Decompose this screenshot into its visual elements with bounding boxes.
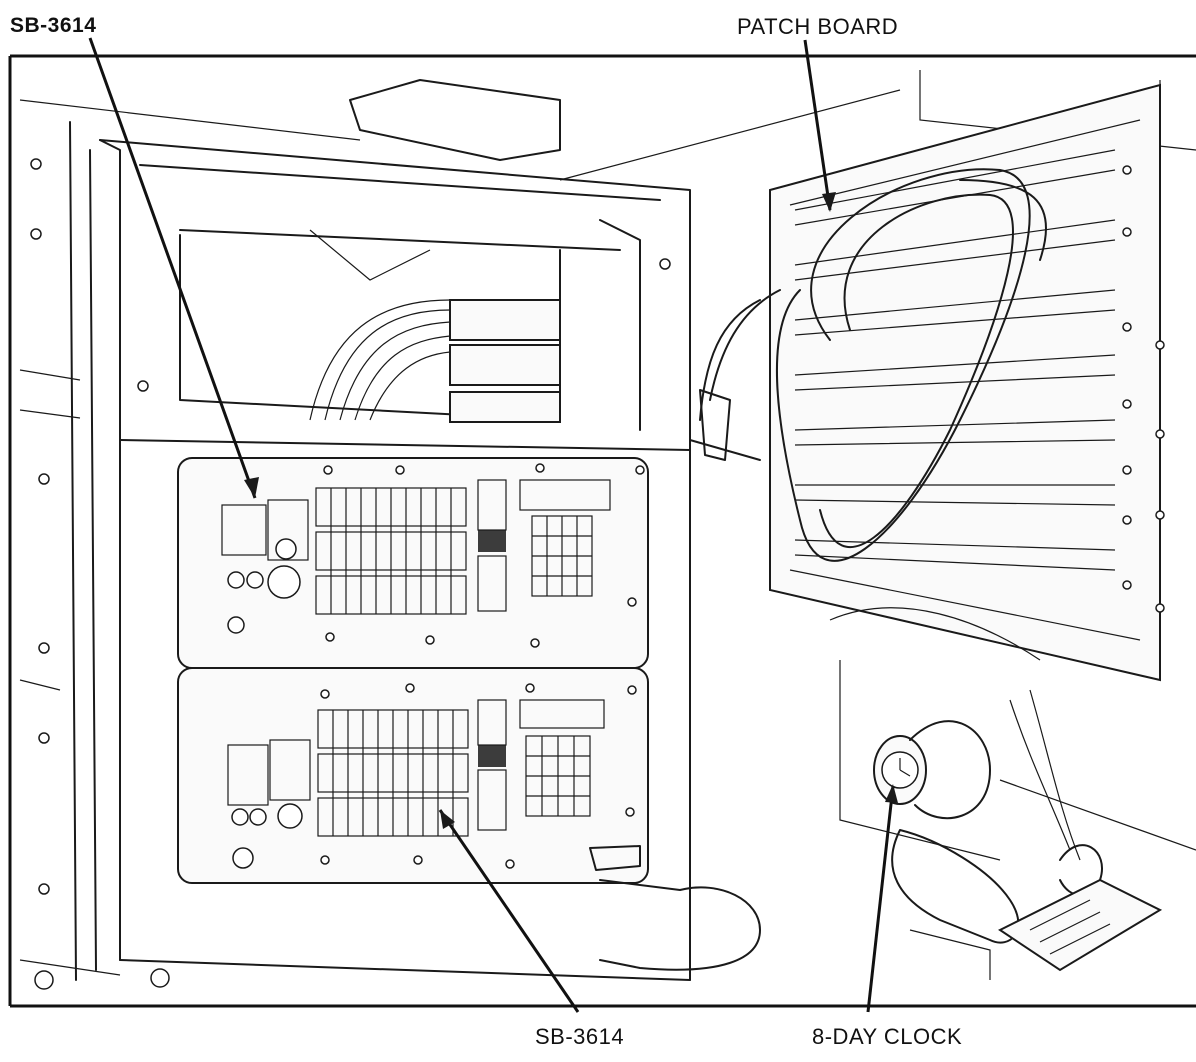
eight-day-clock bbox=[873, 720, 991, 820]
patch-board bbox=[699, 83, 1165, 682]
clock-area bbox=[829, 607, 1196, 980]
lower-keypad bbox=[525, 735, 591, 817]
arrowhead-clock bbox=[885, 784, 898, 803]
leader-sb-bottom bbox=[438, 809, 580, 1013]
connector-plugs bbox=[689, 389, 761, 461]
arrowhead-sb-top bbox=[244, 477, 259, 498]
arrowhead-sb-bottom bbox=[440, 810, 455, 829]
label-8-day-clock: 8-DAY CLOCK bbox=[812, 1024, 963, 1049]
sb-3614-upper-panel bbox=[177, 457, 649, 669]
desk-keypad bbox=[998, 878, 1163, 972]
leader-sb-top bbox=[88, 37, 257, 499]
sb-3614-lower-panel bbox=[177, 667, 649, 884]
upper-breaker-array bbox=[315, 487, 467, 615]
label-sb-3614-bottom: SB-3614 bbox=[535, 1024, 625, 1049]
upper-keypad bbox=[531, 515, 593, 597]
leader-patch-board bbox=[803, 39, 832, 211]
lower-breaker-array bbox=[317, 709, 469, 837]
callout-leaders bbox=[88, 37, 898, 1013]
patch-cords bbox=[699, 168, 1048, 562]
label-patch-board: PATCH BOARD bbox=[737, 14, 899, 39]
signal-wiring-cables bbox=[309, 229, 561, 423]
illustration-border bbox=[8, 54, 1196, 1008]
label-sb-3614-top: SB-3614 bbox=[10, 14, 97, 37]
leader-clock bbox=[866, 785, 895, 1013]
arrowhead-patch-board bbox=[822, 192, 836, 212]
bench bbox=[599, 879, 761, 971]
